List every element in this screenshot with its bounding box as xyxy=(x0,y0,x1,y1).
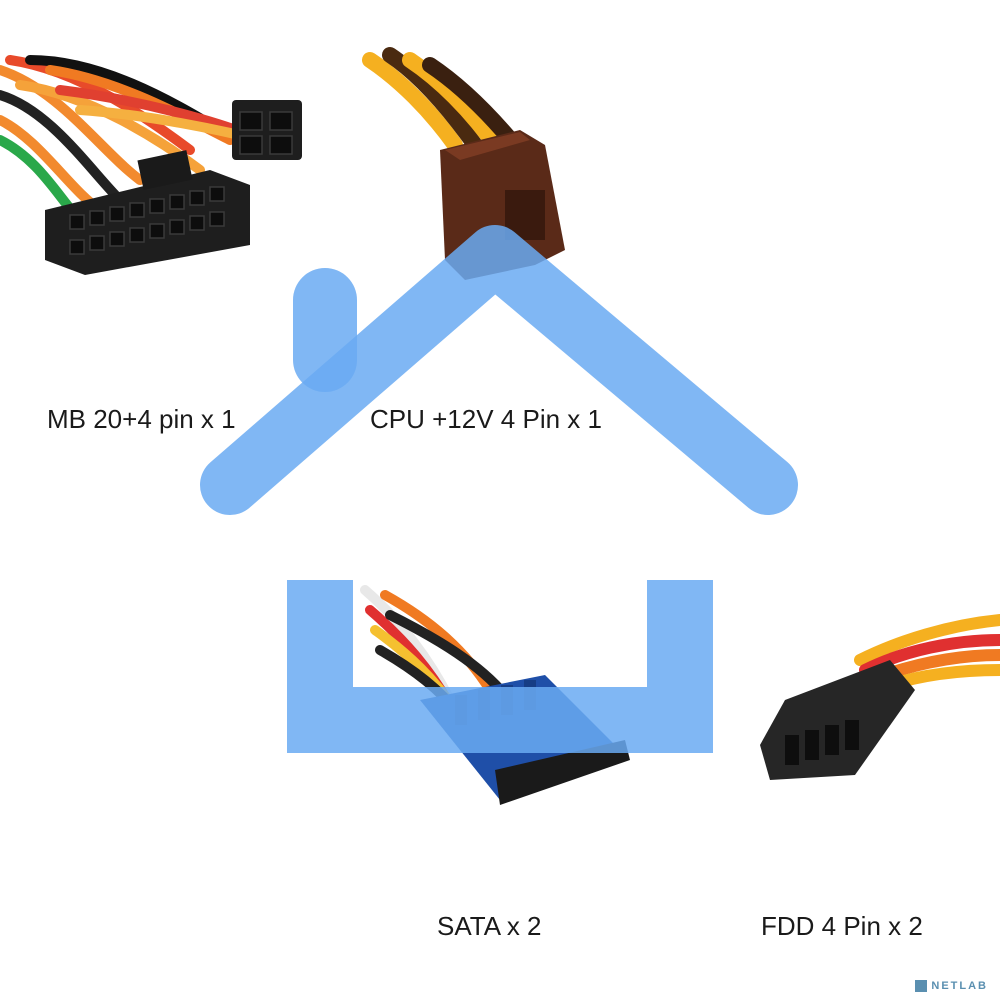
mb-connector-image xyxy=(0,55,302,275)
netlab-logo-icon xyxy=(915,980,928,992)
netlab-watermark: NETLAB xyxy=(915,980,988,992)
cpu-label: CPU +12V 4 Pin x 1 xyxy=(370,404,602,434)
fdd-label: FDD 4 Pin x 2 xyxy=(761,911,923,941)
home-icon xyxy=(200,225,798,753)
mb-label: MB 20+4 pin x 1 xyxy=(47,404,236,434)
sata-label: SATA x 2 xyxy=(437,911,542,941)
fdd-connector-image xyxy=(760,614,1000,780)
watermark-text: NETLAB xyxy=(931,980,988,992)
